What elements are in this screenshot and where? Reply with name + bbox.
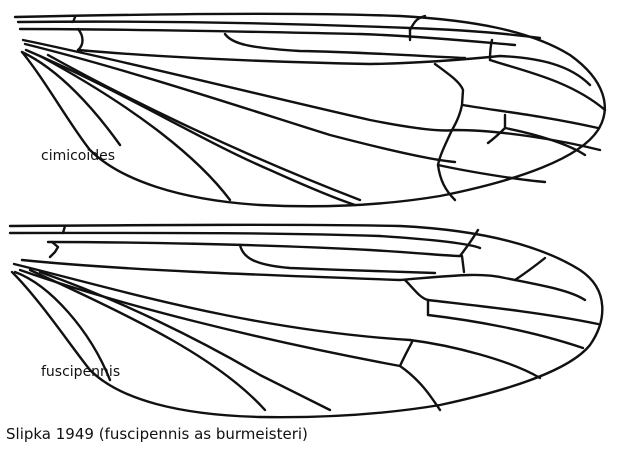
wing-bottom-fuscipennis	[8, 223, 604, 419]
wing-top-cimicoides	[13, 12, 607, 208]
figure-caption: Slipka 1949 (fuscipennis as burmeisteri)	[6, 425, 308, 443]
wing-top-label: cimicoides	[41, 148, 116, 164]
wing-bottom-label: fuscipennis	[41, 364, 121, 380]
